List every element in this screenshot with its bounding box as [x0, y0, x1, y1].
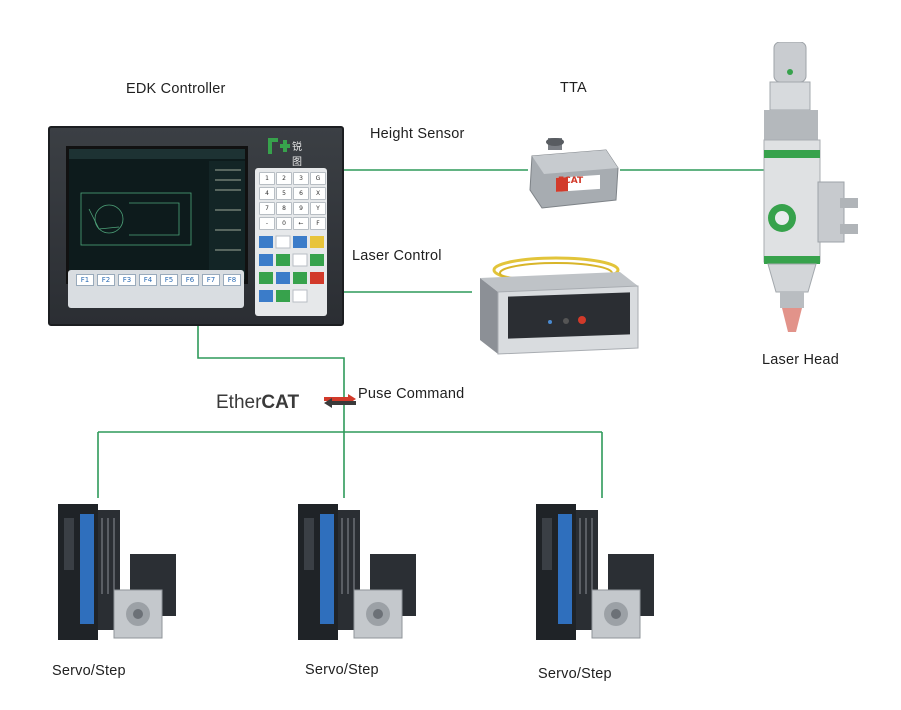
servo-drive-2 [296, 494, 426, 644]
key-9[interactable]: 9 [293, 202, 309, 215]
key-5[interactable]: 5 [276, 187, 292, 200]
controller-keypad: 1 2 3 G 4 5 6 X 7 8 9 Y - 0 ← F [255, 168, 327, 316]
servo-drive-1 [56, 494, 186, 644]
laser-head-graphic [763, 41, 858, 332]
ethercat-logo-cat: CAT [261, 392, 300, 413]
servo-3-label: Servo/Step [538, 666, 612, 682]
f4-key[interactable]: F4 [139, 274, 157, 286]
edk-controller-device: F1 F2 F3 F4 F5 F6 F7 F8 锐图 1 2 3 G 4 5 6… [48, 126, 344, 326]
laser-head-device [752, 41, 862, 342]
key-6[interactable]: 6 [293, 187, 309, 200]
key-f[interactable]: F [310, 217, 326, 230]
raytools-logo-mark: 锐图 [292, 142, 302, 168]
laser-source-device [470, 256, 640, 356]
f7-key[interactable]: F7 [202, 274, 220, 286]
key-1[interactable]: 1 [259, 172, 275, 185]
raytools-logo-icon [268, 138, 290, 154]
keypad-control-buttons [259, 235, 324, 303]
laser-head-label: Laser Head [762, 352, 839, 368]
key-3[interactable]: 3 [293, 172, 309, 185]
f3-key[interactable]: F3 [118, 274, 136, 286]
height-sensor-label: Height Sensor [370, 126, 465, 142]
f5-key[interactable]: F5 [160, 274, 178, 286]
tta-module: ΣCAT [526, 138, 622, 210]
f6-key[interactable]: F6 [181, 274, 199, 286]
key-4[interactable]: 4 [259, 187, 275, 200]
controller-screen-graphic [69, 149, 245, 279]
laser-source-graphic [480, 256, 639, 355]
key-0[interactable]: 0 [276, 217, 292, 230]
function-key-panel: F1 F2 F3 F4 F5 F6 F7 F8 [68, 270, 244, 308]
key-7[interactable]: 7 [259, 202, 275, 215]
ethercat-arrows-icon [324, 394, 356, 408]
servo-drive-1-graphic [58, 504, 176, 640]
servo-2-label: Servo/Step [305, 662, 379, 678]
key-g[interactable]: G [310, 172, 326, 185]
servo-drive-2-graphic [298, 504, 416, 640]
f8-key[interactable]: F8 [223, 274, 241, 286]
laser-control-label: Laser Control [352, 248, 442, 264]
edk-controller-label: EDK Controller [126, 81, 226, 97]
f2-key[interactable]: F2 [97, 274, 115, 286]
ethercat-logo: EtherCAT [216, 392, 356, 414]
servo-drive-3-graphic [536, 504, 654, 640]
tta-module-graphic [529, 138, 619, 209]
key-x[interactable]: X [310, 187, 326, 200]
servo-1-label: Servo/Step [52, 663, 126, 679]
servo-drive-3 [534, 494, 664, 644]
controller-screen [66, 146, 248, 284]
key-minus[interactable]: - [259, 217, 275, 230]
key-8[interactable]: 8 [276, 202, 292, 215]
raytools-logo: 锐图 [268, 138, 302, 168]
tta-label: TTA [560, 80, 587, 96]
ethercat-logo-ether: Ether [216, 392, 262, 413]
key-2[interactable]: 2 [276, 172, 292, 185]
key-y[interactable]: Y [310, 202, 326, 215]
tta-badge: ΣCAT [558, 176, 584, 186]
key-backspace[interactable]: ← [293, 217, 309, 230]
ethercat-wire [197, 326, 345, 498]
puse-command-label: Puse Command [358, 386, 465, 402]
f1-key[interactable]: F1 [76, 274, 94, 286]
